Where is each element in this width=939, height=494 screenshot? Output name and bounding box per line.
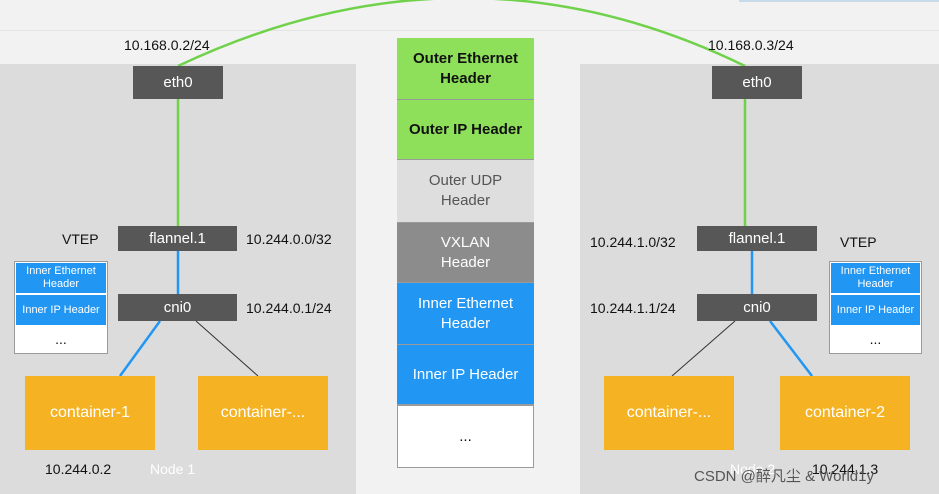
left-cni-container1-link <box>118 320 162 377</box>
right-cni0-box: cni0 <box>697 294 817 321</box>
node-2-caption: Node 2 <box>730 461 776 477</box>
right-container-2: container-2 <box>780 376 910 450</box>
right-flannel-box: flannel.1 <box>697 226 817 251</box>
left-container-ip: 10.244.0.2 <box>45 461 112 477</box>
right-cni-container1-link <box>671 320 736 377</box>
right-eth-ip: 10.168.0.3/24 <box>708 37 794 53</box>
left-cni-container2-link <box>195 320 259 377</box>
right-cni-container2-link <box>769 320 813 377</box>
right-container-1: container-... <box>604 376 734 450</box>
left-container-2: container-... <box>198 376 328 450</box>
right-mini-inner-ip: Inner IP Header <box>831 295 920 325</box>
node-1-caption: Node 1 <box>150 461 196 477</box>
watermark: CSDN @醉凡尘 & World1y <box>694 468 874 485</box>
right-cni-ip: 10.244.1.1/24 <box>590 300 676 316</box>
left-vtep-label: VTEP <box>62 231 99 247</box>
left-flannel-ip: 10.244.0.0/32 <box>246 231 332 247</box>
right-mini-header-stack: Inner Ethernet Header Inner IP Header ..… <box>829 261 922 354</box>
packet-inner-ethernet: Inner Ethernet Header <box>397 283 534 345</box>
left-cni0-box: cni0 <box>118 294 237 321</box>
top-divider <box>0 30 939 31</box>
packet-outer-ip: Outer IP Header <box>397 100 534 160</box>
right-mini-inner-ethernet: Inner Ethernet Header <box>831 263 920 293</box>
right-container-ip: 10.244.1.3 <box>812 461 879 477</box>
left-eth-ip: 10.168.0.2/24 <box>124 37 210 53</box>
left-container-1: container-1 <box>25 376 155 450</box>
right-vtep-label: VTEP <box>840 234 877 250</box>
corner-mark <box>739 0 939 2</box>
right-mini-dots: ... <box>869 331 882 347</box>
packet-dots: ... <box>397 405 534 468</box>
right-flannel-ip: 10.244.1.0/32 <box>590 234 676 250</box>
left-cni-ip: 10.244.0.1/24 <box>246 300 332 316</box>
left-mini-inner-ip: Inner IP Header <box>16 295 106 325</box>
left-eth0-box: eth0 <box>133 66 223 99</box>
packet-outer-udp: Outer UDP Header <box>397 160 534 223</box>
right-eth0-box: eth0 <box>712 66 802 99</box>
left-mini-inner-ethernet: Inner Ethernet Header <box>16 263 106 293</box>
eth-link-arc <box>177 0 746 68</box>
packet-inner-ip: Inner IP Header <box>397 345 534 405</box>
left-mini-dots: ... <box>55 331 67 347</box>
left-mini-header-stack: Inner Ethernet Header Inner IP Header ..… <box>14 261 108 354</box>
packet-vxlan: VXLAN Header <box>397 223 534 283</box>
left-flannel-box: flannel.1 <box>118 226 237 251</box>
packet-outer-ethernet: Outer Ethernet Header <box>397 38 534 100</box>
